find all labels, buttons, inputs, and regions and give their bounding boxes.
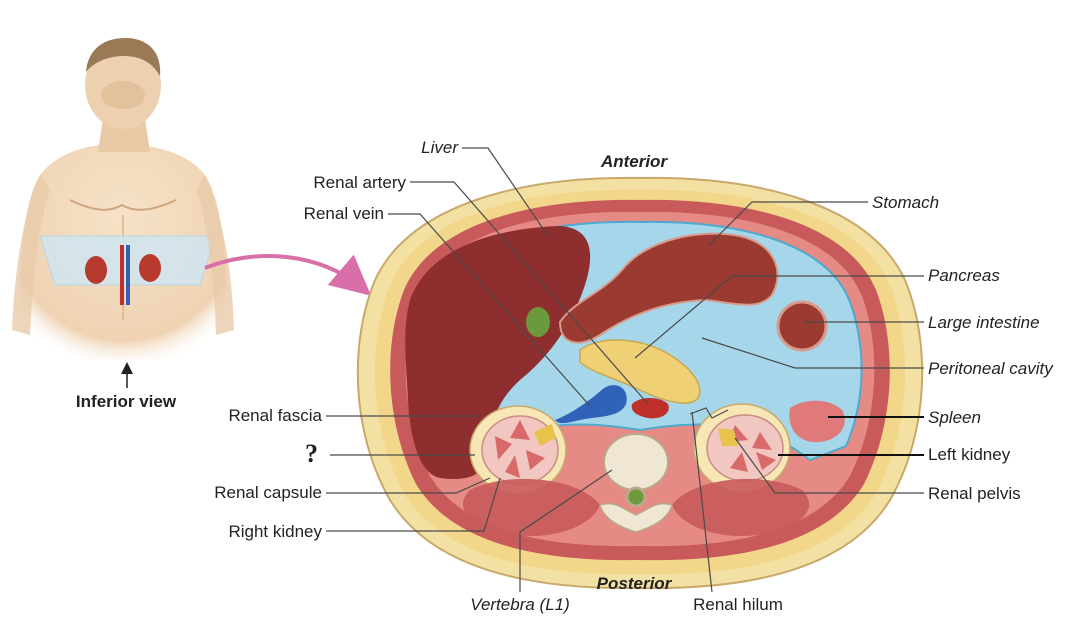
view-direction-arrow (204, 254, 372, 296)
right-kidney-medulla (495, 420, 545, 478)
pancreas (579, 339, 701, 404)
renal-pelvis-leader (734, 437, 924, 494)
liver-leader (462, 147, 549, 237)
renal-vein-leader (388, 213, 591, 407)
renal-vein (555, 385, 627, 424)
renal-hilum-bracket (689, 407, 729, 419)
left-arm (196, 175, 234, 335)
left-kidney-label: Left kidney (928, 445, 1011, 464)
human-figure (12, 38, 234, 360)
left-kidney-medulla (728, 425, 776, 472)
cross-section (356, 176, 924, 590)
renal-artery-label: Renal artery (313, 173, 406, 192)
chest-line (69, 199, 177, 211)
face-shadow (101, 81, 145, 109)
left-renal-pelvis (718, 428, 738, 446)
stomach-label: Stomach (872, 193, 939, 212)
vertebra-body (603, 433, 669, 491)
renal-capsule-label: Renal capsule (214, 483, 322, 502)
back-muscle-left (462, 478, 600, 536)
stomach-leader (707, 201, 868, 247)
right-kidney-label: Right kidney (228, 522, 322, 541)
vertebra-label: Vertebra (L1) (470, 595, 570, 614)
renal-hilum-label: Renal hilum (693, 595, 783, 614)
body-vena-cava (126, 245, 130, 305)
renal-capsule-leader (326, 477, 491, 494)
spleen-label: Spleen (928, 408, 981, 427)
spleen (789, 400, 845, 443)
gallbladder (526, 307, 550, 337)
posterior-label: Posterior (597, 574, 673, 593)
right-arm (12, 175, 50, 335)
body-aorta (120, 245, 124, 305)
right-kidney-section (469, 405, 567, 495)
body-left-kidney (139, 254, 161, 282)
question-mark-label: ? (305, 439, 318, 468)
large-intestine-label: Large intestine (928, 313, 1040, 332)
stomach (558, 232, 779, 344)
vertebra-leader (519, 469, 613, 592)
renal-vein-label: Renal vein (304, 204, 384, 223)
peritoneal-cavity-leader (701, 337, 924, 369)
pancreas-leader (634, 275, 924, 359)
pancreas-label: Pancreas (928, 266, 1000, 285)
liver-label: Liver (421, 138, 459, 157)
renal-artery-leader (410, 181, 649, 405)
renal-pelvis-label: Renal pelvis (928, 484, 1021, 503)
body-right-kidney (85, 256, 107, 284)
peritoneal-cavity-label: Peritoneal cavity (928, 359, 1054, 378)
anterior-label: Anterior (600, 152, 669, 171)
renal-fascia-label: Renal fascia (228, 406, 322, 425)
right-renal-pelvis (534, 424, 556, 446)
hair (86, 38, 161, 76)
right-kidney-leader (326, 477, 501, 532)
renal-hilum-leader (691, 411, 713, 593)
renal-artery (631, 398, 669, 419)
spinal-canal (625, 486, 647, 508)
inferior-view-label: Inferior view (76, 392, 177, 411)
large-intestine (776, 300, 828, 352)
